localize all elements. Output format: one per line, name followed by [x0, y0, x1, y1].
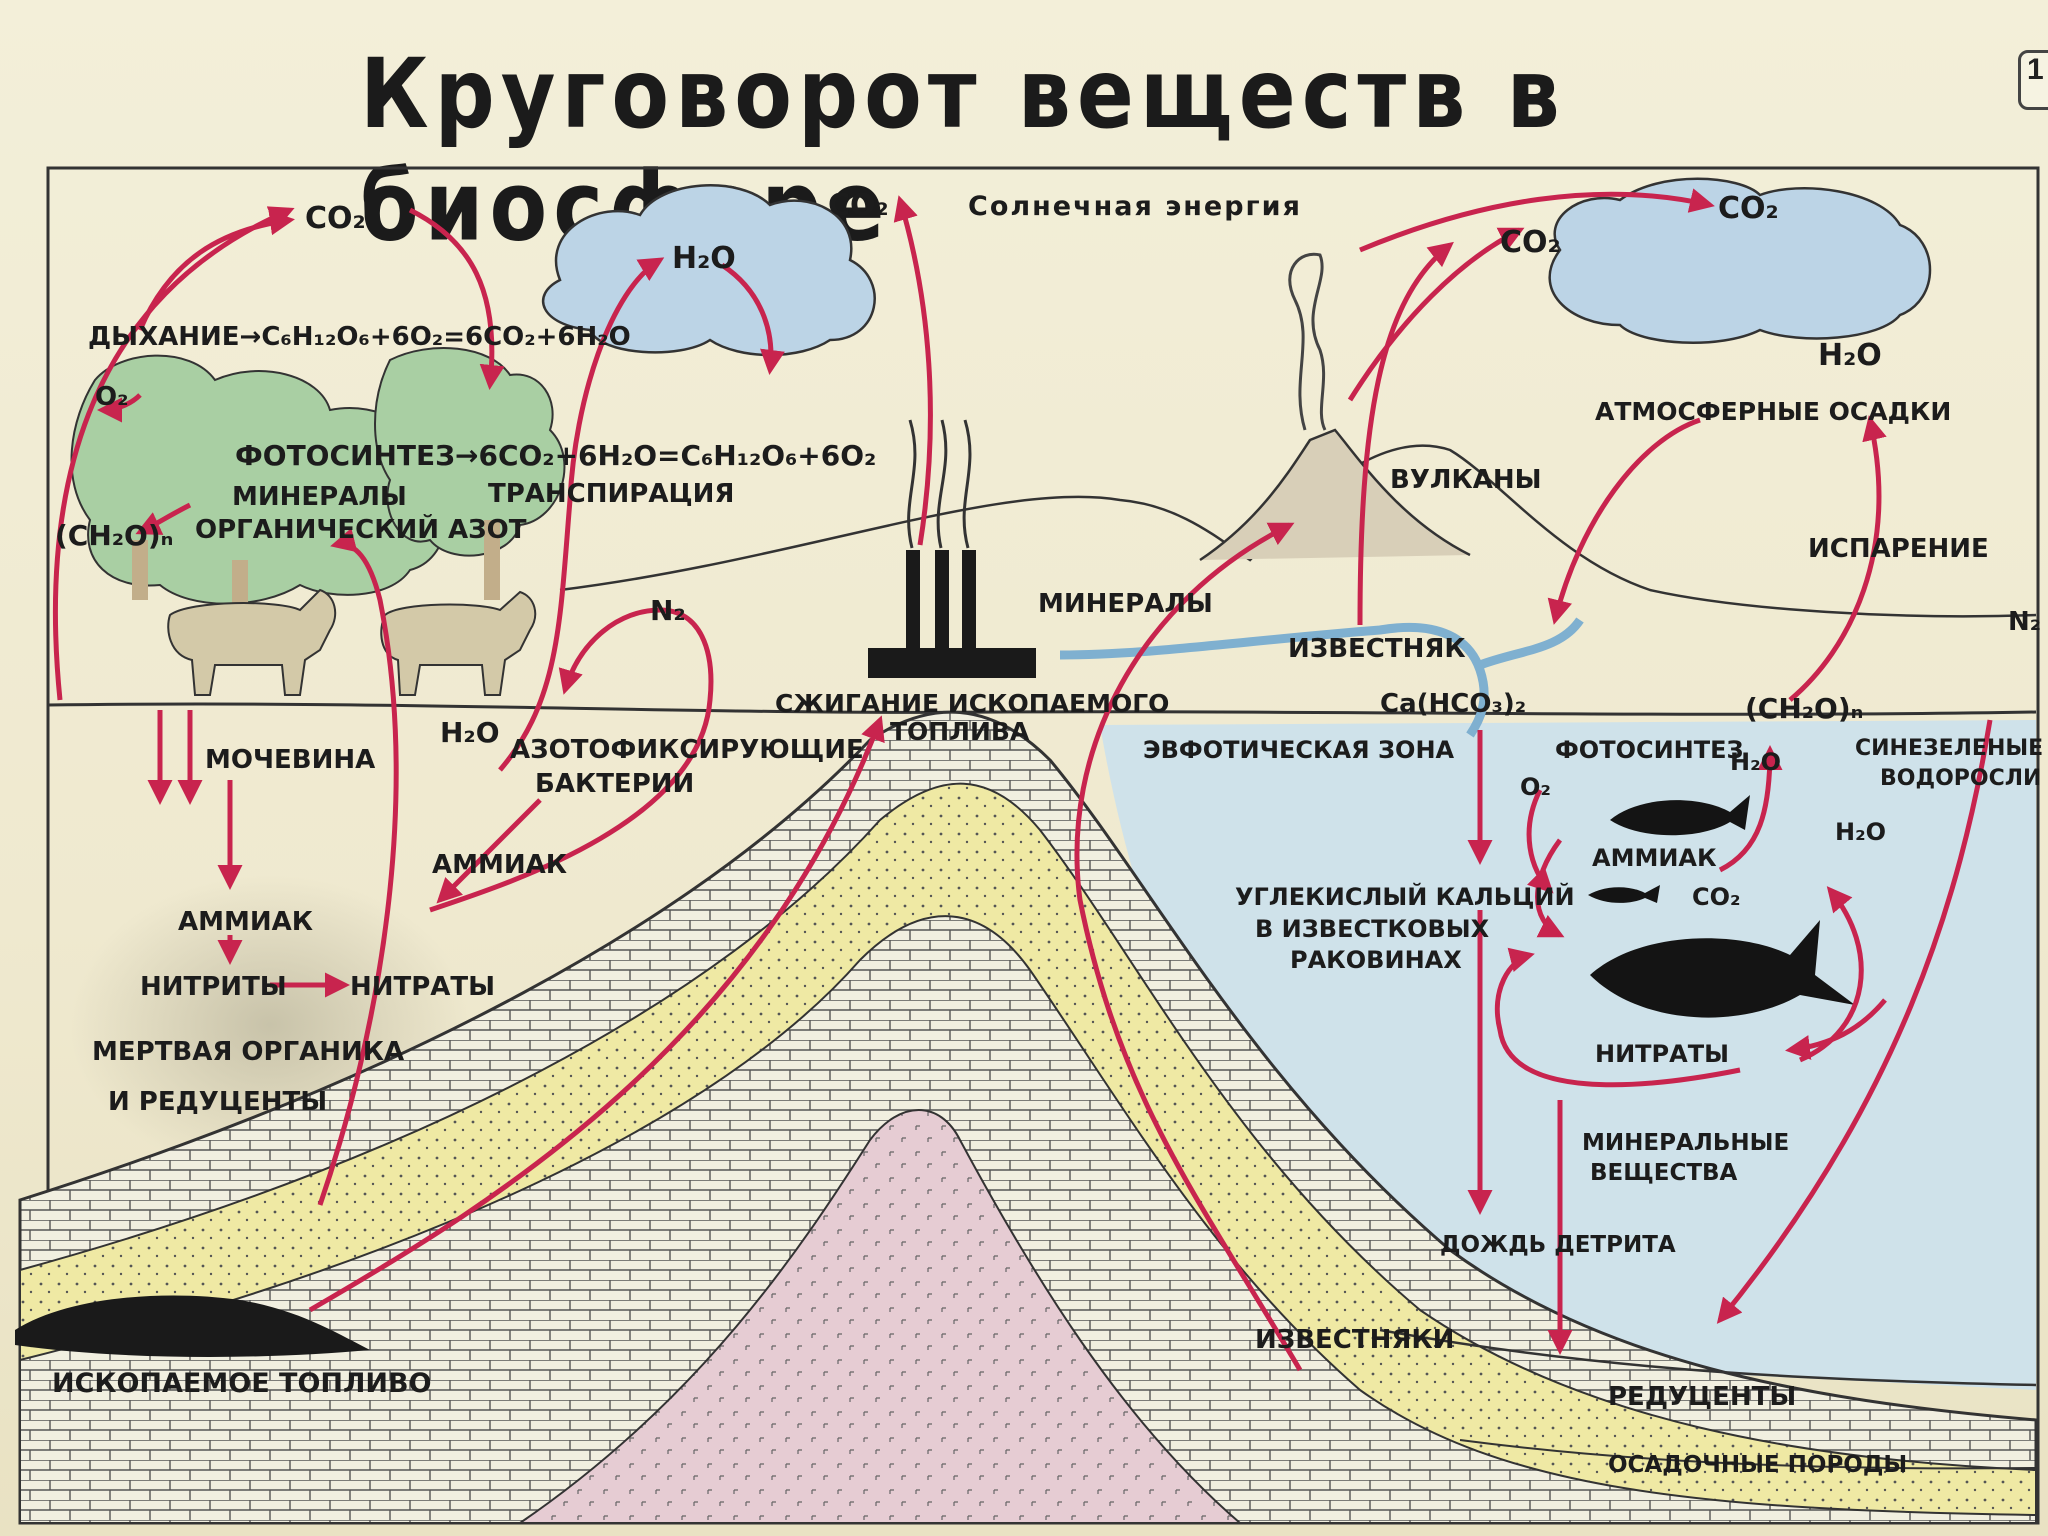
label-photosynthesis-sea: ФОТОСИНТЕЗ	[1555, 736, 1744, 764]
label-volcanoes: ВУЛКАНЫ	[1390, 465, 1542, 495]
label-co2-right: CO₂	[1718, 191, 1779, 226]
label-minerals-org: МИНЕРАЛЫ	[232, 482, 407, 512]
label-burning-1: СЖИГАНИЕ ИСКОПАЕМОГО	[775, 689, 1169, 718]
label-co2-cloud: CO₂	[828, 188, 889, 223]
label-h2o-ground: H₂O	[440, 716, 500, 749]
power-plant	[868, 419, 1036, 678]
label-evaporation: ИСПАРЕНИЕ	[1808, 534, 1989, 564]
ground-line	[47, 702, 2037, 716]
flow-arrows	[52, 188, 1993, 1372]
label-nitrates-sea: НИТРАТЫ	[1595, 1040, 1729, 1068]
label-limestone: ИЗВЕСТНЯК	[1288, 634, 1466, 664]
label-calcium-carb-1: УГЛЕКИСЛЫЙ КАЛЬЦИЙ	[1235, 882, 1575, 911]
rock-core	[516, 1109, 1243, 1524]
label-mineral-sub-1: МИНЕРАЛЬНЫЕ	[1582, 1130, 1789, 1156]
label-transpiration: ТРАНСПИРАЦИЯ	[488, 479, 734, 509]
label-fossil-fuel: ИСКОПАЕМОЕ ТОПЛИВО	[52, 1368, 432, 1399]
label-co2-volcano: CO₂	[1500, 225, 1561, 260]
label-solar-energy: Солнечная энергия	[968, 191, 1302, 222]
label-sediments: ОСАДОЧНЫЕ ПОРОДЫ	[1608, 1452, 1907, 1478]
label-minerals-mid: МИНЕРАЛЫ	[1038, 589, 1213, 619]
label-ammonia-sea: АММИАК	[1592, 844, 1717, 872]
diagram-labels: CO₂ CO₂ CO₂ CO₂ H₂O H₂O Солнечная энерги…	[52, 188, 2043, 1478]
river	[1059, 617, 1584, 738]
label-euphotic: ЭВФОТИЧЕСКАЯ ЗОНА	[1143, 736, 1455, 764]
label-ch2on-right: (CH₂O)ₙ	[1745, 692, 1863, 725]
label-n2-mid: N₂	[650, 594, 686, 627]
label-ammonia-mid: АММИАК	[432, 850, 567, 880]
sheet-number: 1	[2018, 50, 2048, 110]
label-ca-hco3: Ca(HCO₃)₂	[1380, 689, 1526, 719]
rock-layer-inner-bricks	[19, 915, 2037, 1524]
label-nitrates-left: НИТРАТЫ	[350, 972, 495, 1002]
label-n2-right: N₂	[2008, 607, 2041, 637]
label-co2-sea: CO₂	[1692, 883, 1741, 911]
label-detritus-rain: ДОЖДЬ ДЕТРИТА	[1440, 1232, 1676, 1258]
label-limestones: ИЗВЕСТНЯКИ	[1255, 1325, 1454, 1355]
label-calcium-carb-3: РАКОВИНАХ	[1290, 946, 1462, 974]
label-bluegreen-2: ВОДОРОСЛИ	[1880, 766, 2041, 791]
volcano-smoke	[1288, 252, 1327, 431]
cows	[167, 588, 537, 696]
cloud-right	[1548, 177, 1932, 344]
sea-floor-line-2	[1459, 1439, 2037, 1470]
label-dead-organics-2: И РЕДУЦЕНТЫ	[108, 1087, 327, 1117]
label-decomposers: РЕДУЦЕНТЫ	[1608, 1382, 1796, 1412]
label-bluegreen-1: СИНЕЗЕЛЕНЫЕ	[1855, 736, 2043, 761]
label-nitrogen-fix-1: АЗОТОФИКСИРУЮЩИЕ	[510, 735, 864, 765]
fish	[1588, 795, 1855, 1018]
label-h2o-sea-2: H₂O	[1835, 818, 1886, 846]
label-nitrogen-fix-2: БАКТЕРИИ	[535, 769, 694, 799]
label-dead-organics-1: МЕРТВАЯ ОРГАНИКА	[92, 1037, 404, 1067]
label-burning-2: ТОПЛИВА	[890, 717, 1030, 746]
label-calcium-carb-2: В ИЗВЕСТКОВЫХ	[1255, 915, 1490, 943]
sea-floor-line	[1379, 1328, 2037, 1387]
label-photosynthesis-eq: ФОТОСИНТЕЗ→6CO₂+6H₂O=C₆H₁₂O₆+6O₂	[235, 439, 876, 472]
label-ammonia-left: АММИАК	[178, 907, 313, 937]
label-h2o-right: H₂O	[1818, 338, 1882, 373]
label-h2o-cloud: H₂O	[672, 241, 736, 276]
label-ch2on-left: (CH₂O)ₙ	[55, 519, 173, 552]
label-urea: МОЧЕВИНА	[205, 745, 375, 775]
label-mineral-sub-2: ВЕЩЕСТВА	[1590, 1160, 1738, 1186]
label-o2-left: O₂	[95, 382, 129, 412]
volcano	[1199, 428, 1471, 562]
label-respiration: ДЫХАНИЕ→C₆H₁₂O₆+6O₂=6CO₂+6H₂O	[88, 322, 631, 352]
label-organic-nitrogen: ОРГАНИЧЕСКИЙ АЗОТ	[195, 513, 527, 545]
label-atm-precip: АТМОСФЕРНЫЕ ОСАДКИ	[1595, 397, 1951, 426]
fossil-fuel-deposit	[15, 1295, 370, 1357]
label-nitrites: НИТРИТЫ	[140, 972, 287, 1002]
label-co2-left: CO₂	[305, 201, 366, 236]
cloud-left	[541, 184, 876, 357]
label-h2o-sea-1: H₂O	[1730, 748, 1781, 776]
label-o2-sea: O₂	[1520, 773, 1551, 801]
